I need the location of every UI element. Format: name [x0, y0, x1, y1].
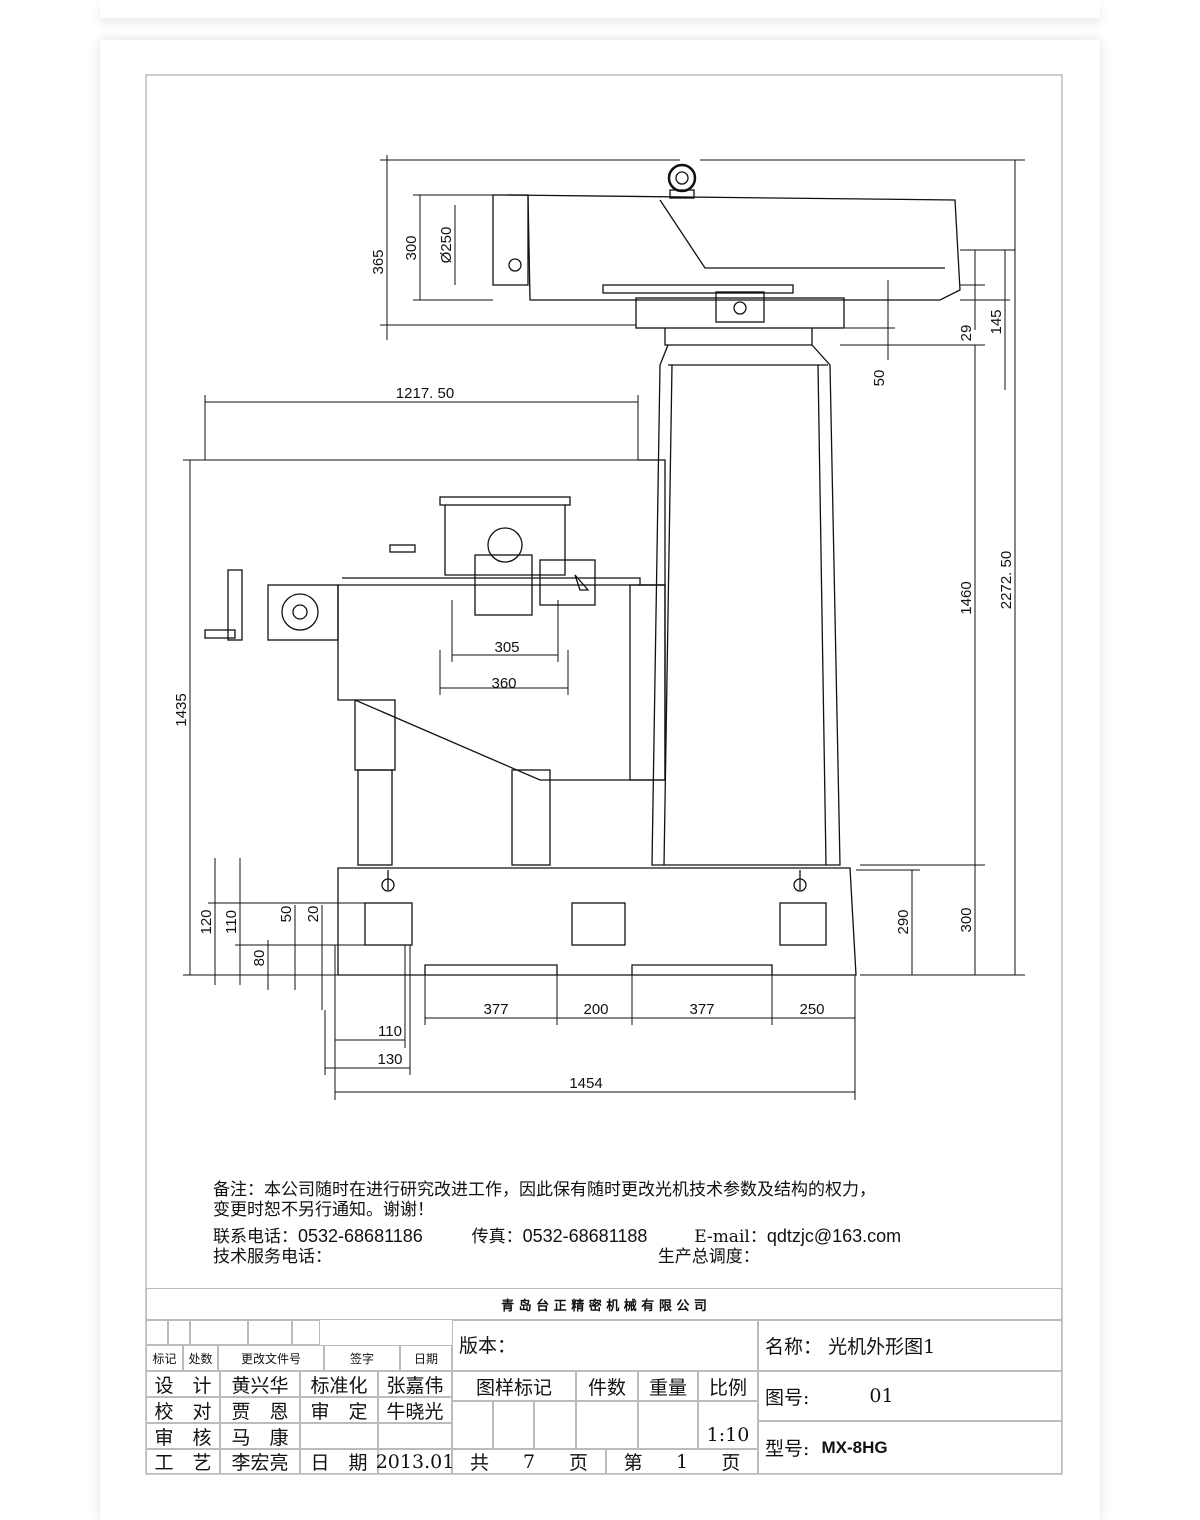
- dim-365: 365: [370, 249, 387, 274]
- note-line-1: 备注：本公司随时在进行研究改进工作，因此保有随时更改光机技术参数及结构的权力，: [213, 1180, 876, 1200]
- page-unit: 页: [721, 1452, 741, 1474]
- dim-1454: 1454: [569, 1075, 602, 1092]
- company-name: 青 岛 台 正 精 密 机 械 有 限 公 司: [146, 1288, 1062, 1320]
- model-value: MX-8HG: [821, 1437, 888, 1457]
- pattern-mark-header: 图样标记: [452, 1371, 576, 1401]
- dim-200: 200: [583, 1001, 608, 1018]
- drawing-no-field: 图号: 01: [758, 1371, 1062, 1421]
- dim-120: 120: [198, 909, 215, 934]
- weight-header: 重量: [638, 1371, 698, 1401]
- dim-300-base: 300: [958, 907, 975, 932]
- dim-29: 29: [958, 325, 975, 342]
- dim-377a: 377: [483, 1001, 508, 1018]
- dispatch-label: 生产总调度：: [657, 1247, 760, 1267]
- sign-role: 设 计: [146, 1371, 220, 1397]
- sign-name: 牛晓光: [378, 1397, 452, 1423]
- sign-role: 审 定: [300, 1397, 378, 1423]
- version: 版本：: [452, 1320, 758, 1371]
- note-line-2: 变更时恕不另行通知。谢谢！: [213, 1200, 434, 1220]
- drawing-border: [145, 74, 1063, 1475]
- dim-360: 360: [491, 675, 516, 692]
- dim-145: 145: [988, 309, 1005, 334]
- saddle-table: [204, 496, 596, 641]
- knee: [337, 459, 666, 781]
- total-label: 共: [469, 1452, 489, 1474]
- rev-header-date: 日期: [400, 1345, 452, 1371]
- total-pages: 7: [522, 1450, 536, 1473]
- turret: [635, 291, 845, 346]
- base: [337, 867, 857, 976]
- dim-110-v: 110: [223, 910, 240, 934]
- date-label: 日 期: [300, 1449, 378, 1474]
- page-number: 1: [675, 1450, 689, 1473]
- dim-130: 130: [377, 1051, 402, 1068]
- rev-header-sign: 签字: [324, 1345, 400, 1371]
- sign-name: 李宏亮: [220, 1449, 300, 1474]
- sign-role: 校 对: [146, 1397, 220, 1423]
- dim-2272: 2272. 50: [998, 551, 1015, 609]
- rev-header-count: 处数: [183, 1345, 218, 1371]
- name-value: 光机外形图1: [828, 1336, 936, 1358]
- email-label: E-mail：: [694, 1227, 767, 1247]
- name-label: 名称：: [765, 1336, 823, 1358]
- dim-377b: 377: [689, 1001, 714, 1018]
- sign-name: 马 康: [220, 1423, 300, 1449]
- dim-250-b: 250: [799, 1001, 824, 1018]
- fax-label: 传真：: [471, 1227, 523, 1247]
- sign-role: 标准化: [300, 1371, 378, 1397]
- scale-value: 1:10: [698, 1401, 758, 1449]
- ram-head: [492, 163, 961, 301]
- dimension-labels: 365 300 Ø250 1217. 50 1435 1460 2272. 50…: [173, 227, 1015, 1092]
- column: [651, 344, 841, 866]
- notes: 备注：本公司随时在进行研究改进工作，因此保有随时更改光机技术参数及结构的权力， …: [213, 1180, 901, 1267]
- dim-300-head: 300: [403, 235, 420, 260]
- phone-label: 联系电话：: [213, 1227, 298, 1247]
- dim-1460: 1460: [958, 581, 975, 614]
- dim-20: 20: [305, 906, 322, 923]
- sign-name: 贾 恩: [220, 1397, 300, 1423]
- dim-80: 80: [251, 950, 268, 967]
- sign-role: 工 艺: [146, 1449, 220, 1474]
- email: qdtzjc@163.com: [766, 1226, 902, 1246]
- rev-header-mark: 标记: [146, 1345, 183, 1371]
- model-label: 型号:: [765, 1438, 810, 1460]
- page-label: 第: [623, 1452, 643, 1474]
- drawing-no: 01: [869, 1385, 894, 1407]
- dim-50-v: 50: [278, 906, 295, 923]
- scale-header: 比例: [698, 1371, 758, 1401]
- page-unit: 页: [568, 1452, 588, 1474]
- sign-name: 张嘉伟: [378, 1371, 452, 1397]
- drawing-no-label: 图号:: [765, 1386, 810, 1409]
- dim-1435: 1435: [173, 693, 190, 726]
- date-value: 2013.01: [375, 1449, 455, 1474]
- quantity-header: 件数: [576, 1371, 638, 1401]
- sign-name: 黄兴华: [220, 1371, 300, 1397]
- dim-290: 290: [895, 909, 912, 934]
- fax: 0532-68681188: [522, 1226, 648, 1246]
- sign-role: 审 核: [146, 1423, 220, 1449]
- rev-header-doc: 更改文件号: [218, 1345, 324, 1371]
- dim-305: 305: [494, 639, 519, 656]
- title-block: 青 岛 台 正 精 密 机 械 有 限 公 司 标记 处数 更改文件号 签字 日…: [146, 1288, 1062, 1474]
- elevating-screw: [354, 699, 551, 866]
- model-field: 型号: MX-8HG: [758, 1421, 1062, 1474]
- dim-50-top: 50: [871, 370, 888, 387]
- dim-1217: 1217. 50: [396, 385, 454, 402]
- name-field: 名称： 光机外形图1: [758, 1320, 1062, 1371]
- phone: 0532-68681186: [298, 1226, 423, 1246]
- dimension-lines: [183, 155, 1025, 1100]
- dim-250: Ø250: [438, 227, 455, 264]
- service-label: 技术服务电话：: [213, 1247, 332, 1267]
- dim-110-h: 110: [378, 1023, 402, 1040]
